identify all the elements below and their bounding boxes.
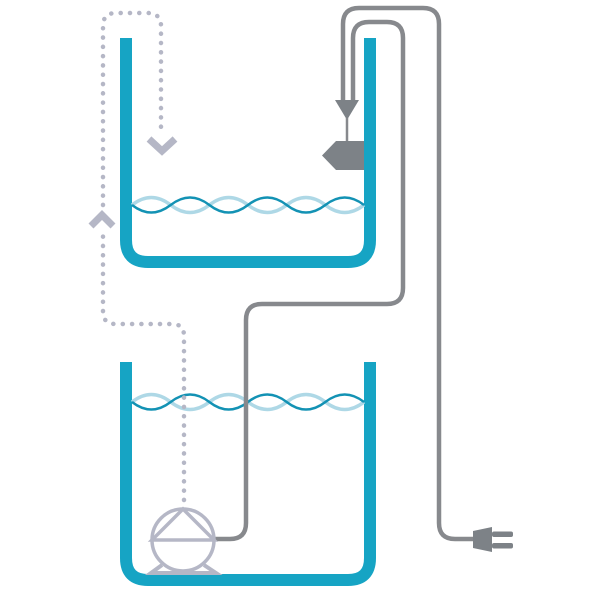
power-cable	[340, 5, 474, 542]
flow-path-lower-segment	[100, 231, 187, 503]
water-flow-path	[88, 10, 187, 503]
power-plug-icon	[473, 527, 513, 552]
upper-tank-water-surface	[130, 195, 366, 215]
flow-arrow-down-icon	[146, 136, 178, 156]
pump-impeller	[147, 506, 219, 542]
pump-icon	[144, 506, 223, 575]
pump-cable	[214, 19, 406, 542]
sensor-connector	[335, 100, 359, 142]
flow-arrow-up-icon	[88, 210, 116, 229]
lower-tank	[120, 362, 376, 586]
flow-path-upper-segment	[100, 10, 164, 208]
connector-arrow-icon	[335, 100, 359, 120]
pump-stand	[144, 563, 223, 575]
upper-wave-dark	[131, 196, 365, 214]
plug-body	[473, 527, 492, 552]
float-sensor-icon	[322, 141, 364, 170]
plug-prong-bottom	[492, 543, 513, 549]
plug-prong-top	[492, 531, 513, 537]
upper-tank	[120, 38, 376, 268]
